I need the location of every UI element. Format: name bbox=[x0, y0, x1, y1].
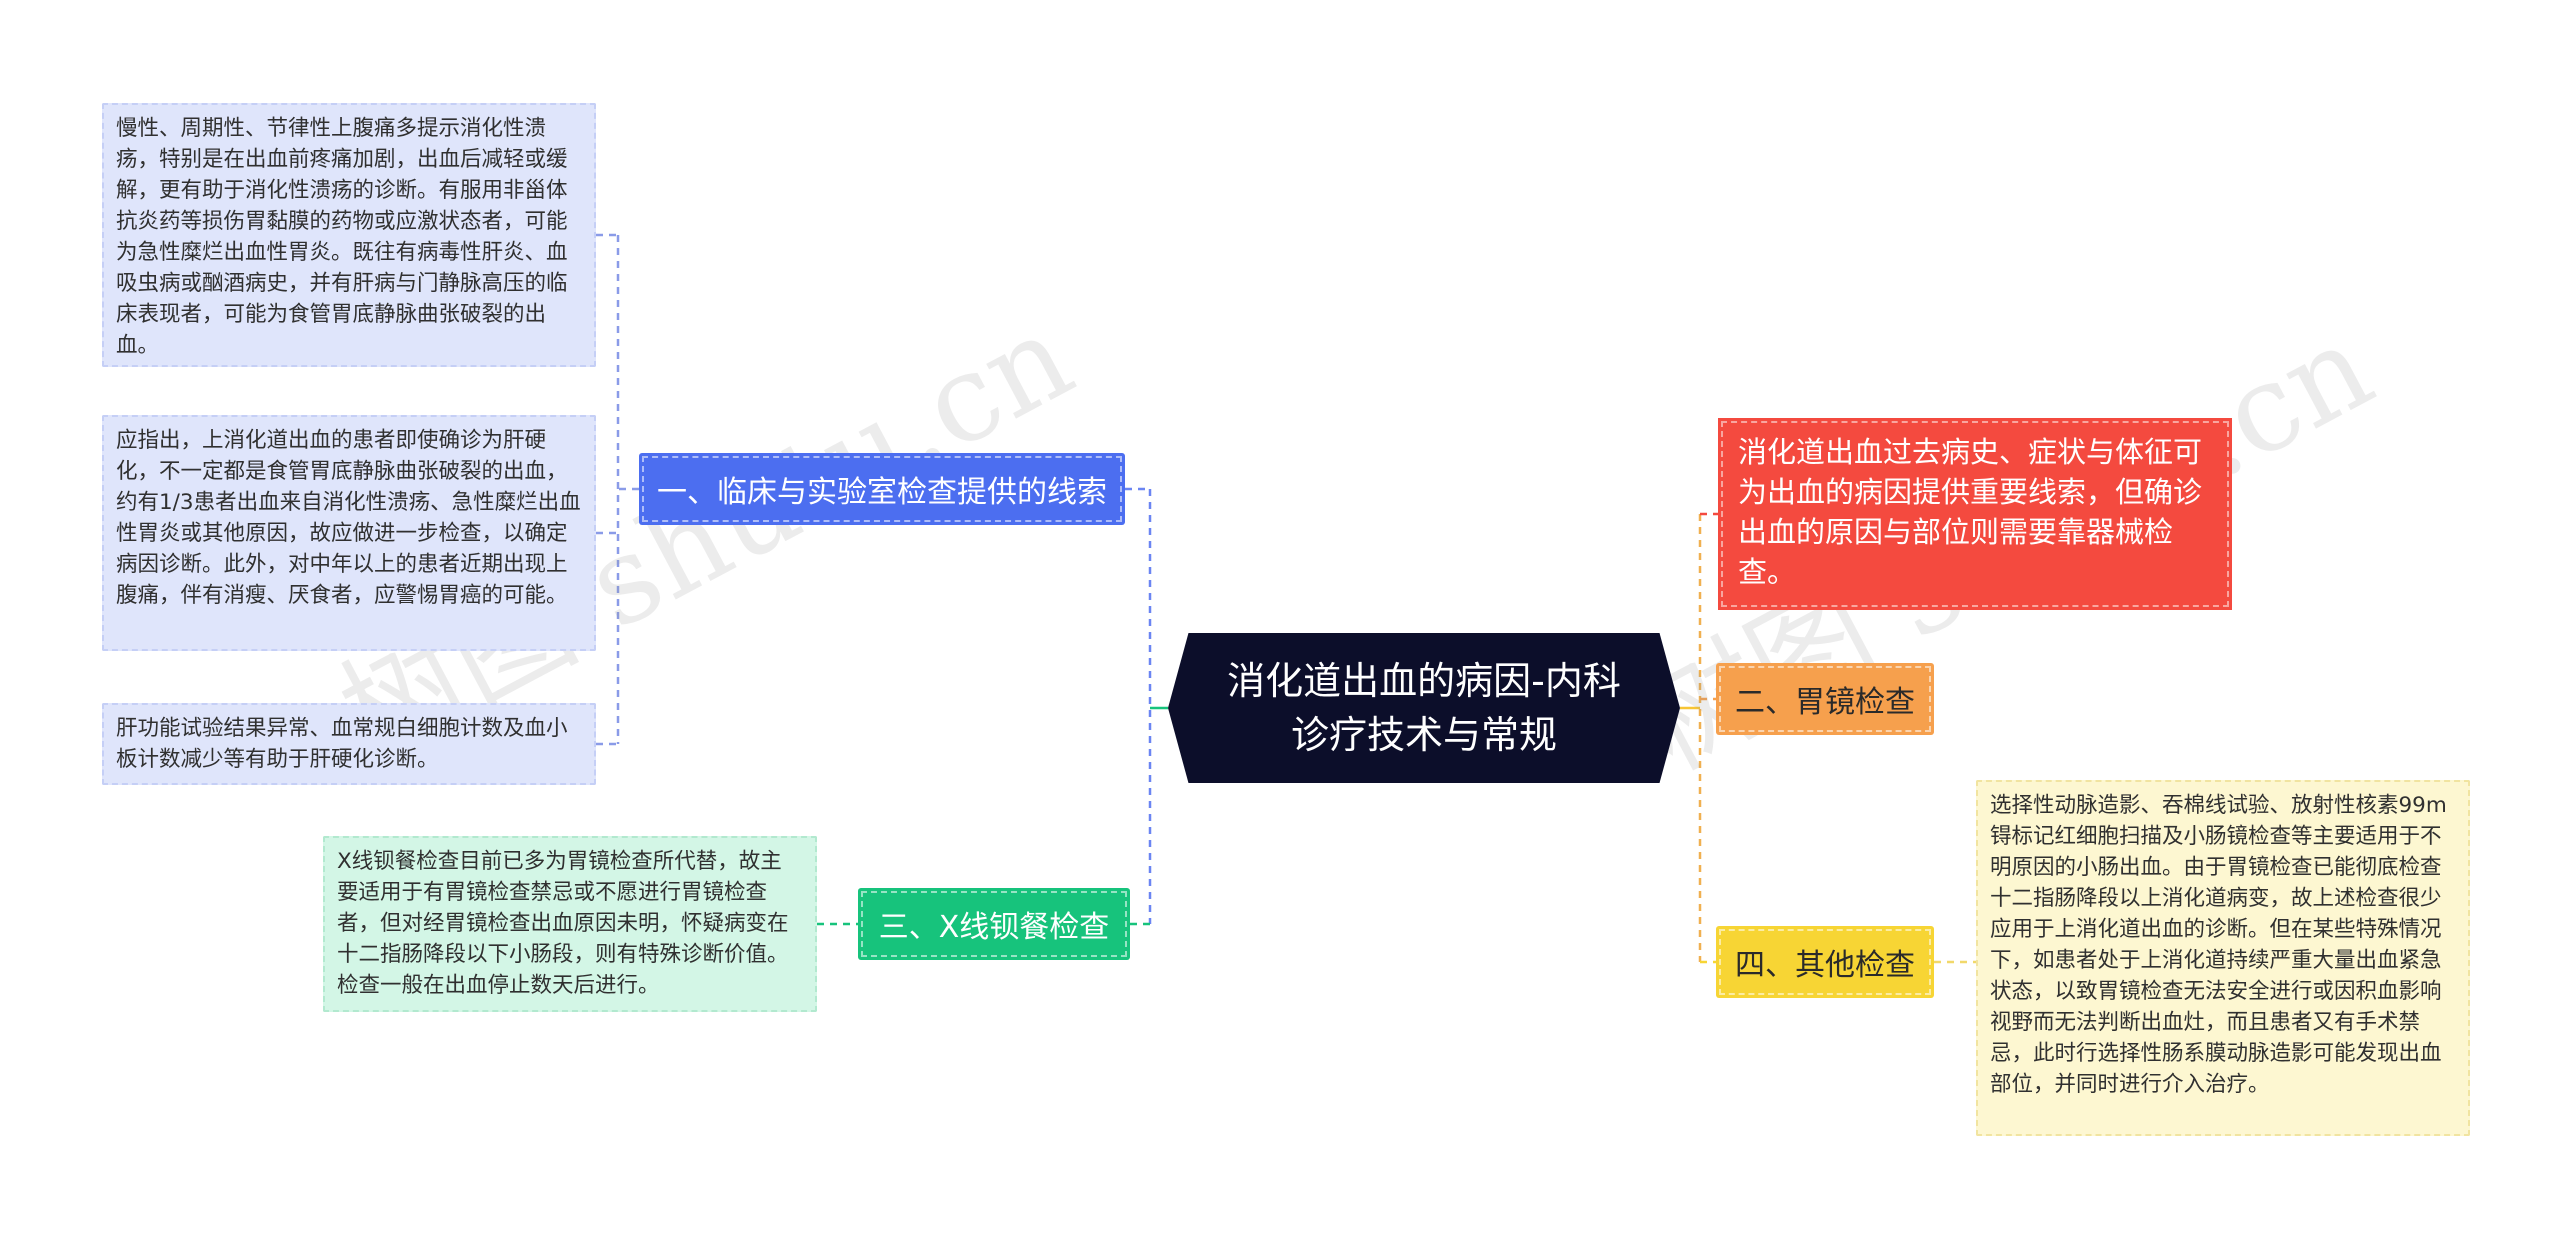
branch-other-exams[interactable]: 四、其他检查 bbox=[1716, 926, 1934, 998]
leaf-liver-function[interactable]: 肝功能试验结果异常、血常规白细胞计数及血小板计数减少等有助于肝硬化诊断。 bbox=[102, 703, 596, 785]
intro-node[interactable]: 消化道出血过去病史、症状与体征可为出血的病因提供重要线索，但确诊出血的原因与部位… bbox=[1718, 418, 2232, 610]
leaf-other-exams-detail[interactable]: 选择性动脉造影、吞棉线试验、放射性核素99m锝标记红细胞扫描及小肠镜检查等主要适… bbox=[1976, 780, 2470, 1136]
leaf-cirrhosis-note[interactable]: 应指出，上消化道出血的患者即使确诊为肝硬化，不一定都是食管胃底静脉曲张破裂的出血… bbox=[102, 415, 596, 651]
leaf-peptic-ulcer-history[interactable]: 慢性、周期性、节律性上腹痛多提示消化性溃疡，特别是在出血前疼痛加剧，出血后减轻或… bbox=[102, 103, 596, 367]
leaf-barium-detail[interactable]: X线钡餐检查目前已多为胃镜检查所代替，故主要适用于有胃镜检查禁忌或不愿进行胃镜检… bbox=[323, 836, 817, 1012]
branch-gastroscopy[interactable]: 二、胃镜检查 bbox=[1716, 663, 1934, 735]
central-topic[interactable]: 消化道出血的病因-内科诊疗技术与常规 bbox=[1168, 633, 1680, 783]
branch-clinical-lab-clues[interactable]: 一、临床与实验室检查提供的线索 bbox=[639, 453, 1125, 525]
branch-barium-xray[interactable]: 三、X线钡餐检查 bbox=[858, 888, 1130, 960]
